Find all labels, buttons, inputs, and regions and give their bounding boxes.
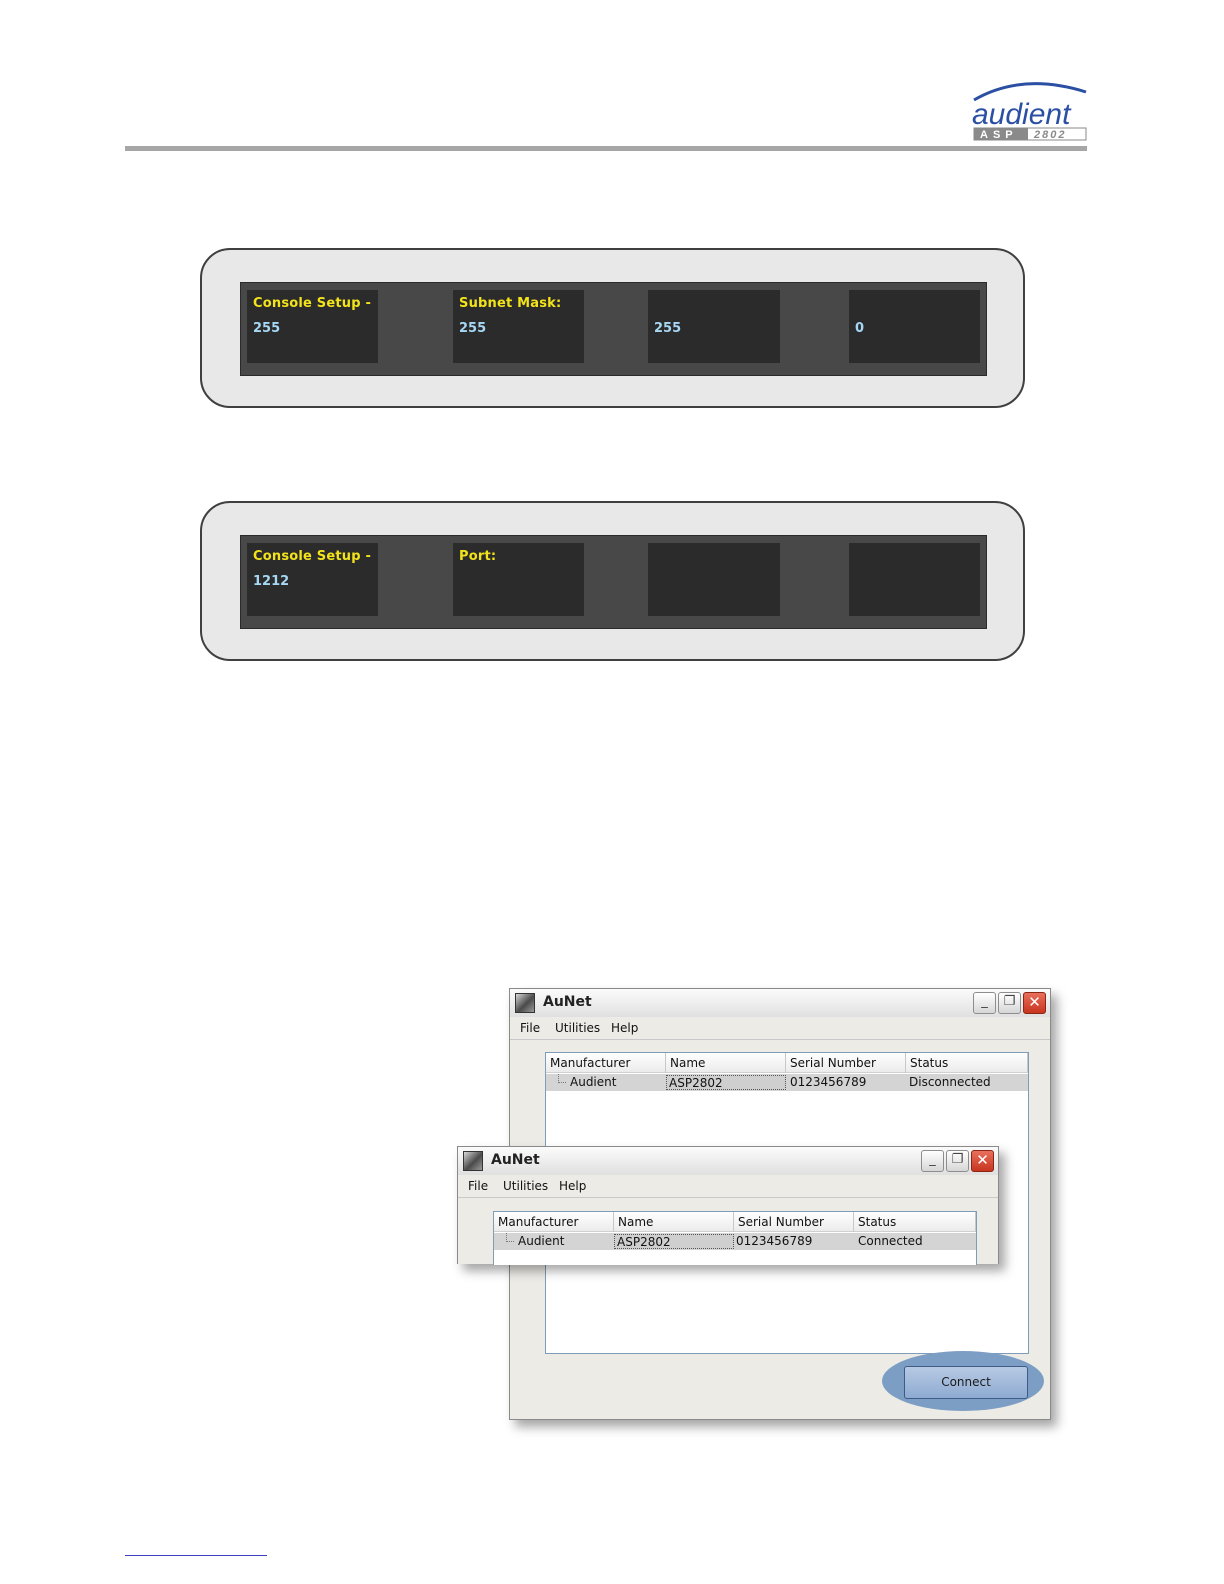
column-status[interactable]: Status: [906, 1053, 1028, 1073]
title-bar: AuNet _ ❐ ✕: [510, 989, 1050, 1017]
list-header: Manufacturer Name Serial Number Status: [494, 1212, 976, 1232]
lcd-label: [654, 296, 774, 316]
cell-manufacturer: Audient: [570, 1075, 617, 1089]
window-title: AuNet: [491, 1152, 540, 1168]
app-icon: [463, 1151, 483, 1171]
table-row[interactable]: Audient ASP2802 0123456789 Connected: [494, 1233, 976, 1250]
cell-serial: 0123456789: [790, 1075, 867, 1089]
model-prefix: ASP: [980, 129, 1018, 141]
cell-status: Disconnected: [909, 1075, 991, 1089]
tree-connector: [506, 1233, 514, 1242]
lcd-cell: Console Setup - 1212: [247, 543, 378, 616]
minimize-icon: _: [929, 1152, 936, 1167]
menu-file[interactable]: File: [468, 1179, 489, 1193]
list-header: Manufacturer Name Serial Number Status: [546, 1053, 1028, 1073]
lcd-cell: [849, 543, 980, 616]
lcd-label: Port:: [459, 549, 497, 564]
table-row[interactable]: Audient ASP2802 0123456789 Disconnected: [546, 1074, 1028, 1091]
menu-help[interactable]: Help: [611, 1021, 639, 1035]
lcd-port-panel: Console Setup - 1212 Port:: [200, 501, 1025, 661]
lcd-subnet-panel: Console Setup - 255 Subnet Mask: 255 255…: [200, 248, 1025, 408]
minimize-icon: _: [981, 994, 988, 1009]
title-bar: AuNet _ ❐ ✕: [458, 1147, 998, 1175]
minimize-button[interactable]: _: [921, 1150, 944, 1172]
lcd-cell: 0: [849, 290, 980, 363]
lcd-cell: [648, 543, 780, 616]
menu-utilities[interactable]: Utilities: [555, 1021, 601, 1035]
menu-file[interactable]: File: [520, 1021, 541, 1035]
lcd-screen: Console Setup - 255 Subnet Mask: 255 255…: [240, 282, 987, 376]
cell-name: ASP2802: [666, 1075, 786, 1090]
cell-serial: 0123456789: [736, 1234, 813, 1248]
lcd-label: Subnet Mask:: [459, 296, 562, 311]
column-serial[interactable]: Serial Number: [734, 1212, 854, 1232]
column-manufacturer[interactable]: Manufacturer: [546, 1053, 666, 1073]
footer-divider: [125, 1555, 267, 1556]
lcd-label: [654, 549, 774, 569]
column-manufacturer[interactable]: Manufacturer: [494, 1212, 614, 1232]
restore-icon: ❐: [1003, 994, 1016, 1009]
lcd-screen: Console Setup - 1212 Port:: [240, 535, 987, 629]
close-icon: ✕: [1028, 993, 1041, 1011]
column-name[interactable]: Name: [666, 1053, 786, 1073]
lcd-cell: 255: [648, 290, 780, 363]
lcd-value: 255: [253, 321, 281, 336]
close-button[interactable]: ✕: [971, 1150, 994, 1172]
column-serial[interactable]: Serial Number: [786, 1053, 906, 1073]
tree-connector: [558, 1074, 566, 1083]
column-status[interactable]: Status: [854, 1212, 976, 1232]
device-list[interactable]: Manufacturer Name Serial Number Status A…: [493, 1211, 977, 1265]
minimize-button[interactable]: _: [973, 992, 996, 1014]
menu-bar: File Utilities Help: [458, 1176, 998, 1198]
menu-utilities[interactable]: Utilities: [503, 1179, 549, 1193]
cell-name: ASP2802: [614, 1234, 734, 1249]
lcd-cell: Port:: [453, 543, 584, 616]
cell-status: Connected: [858, 1234, 923, 1248]
lcd-value: 0: [855, 321, 865, 336]
brand-text: audient: [972, 98, 1072, 131]
app-icon: [515, 993, 535, 1013]
restore-icon: ❐: [951, 1152, 964, 1167]
cell-manufacturer: Audient: [518, 1234, 565, 1248]
lcd-cell: Subnet Mask: 255: [453, 290, 584, 363]
model-number: 2802: [1033, 129, 1066, 141]
lcd-value: 255: [459, 321, 487, 336]
lcd-value: 255: [654, 321, 682, 336]
lcd-label: Console Setup -: [253, 549, 372, 564]
lcd-cell: Console Setup - 255: [247, 290, 378, 363]
lcd-value: 1212: [253, 574, 290, 589]
lcd-label: [855, 296, 974, 316]
header-divider: [125, 146, 1087, 151]
menu-bar: File Utilities Help: [510, 1018, 1050, 1040]
close-button[interactable]: ✕: [1023, 992, 1046, 1014]
audient-logo: audient ASP 2802: [960, 78, 1090, 144]
lcd-label: [855, 549, 974, 569]
connect-button[interactable]: Connect: [904, 1366, 1028, 1399]
restore-button[interactable]: ❐: [946, 1150, 969, 1172]
column-name[interactable]: Name: [614, 1212, 734, 1232]
window-title: AuNet: [543, 994, 592, 1010]
lcd-label: Console Setup -: [253, 296, 372, 311]
aunet-window-front: AuNet _ ❐ ✕ File Utilities Help Manufact…: [457, 1146, 999, 1265]
menu-help[interactable]: Help: [559, 1179, 587, 1193]
restore-button[interactable]: ❐: [998, 992, 1021, 1014]
close-icon: ✕: [976, 1151, 989, 1169]
